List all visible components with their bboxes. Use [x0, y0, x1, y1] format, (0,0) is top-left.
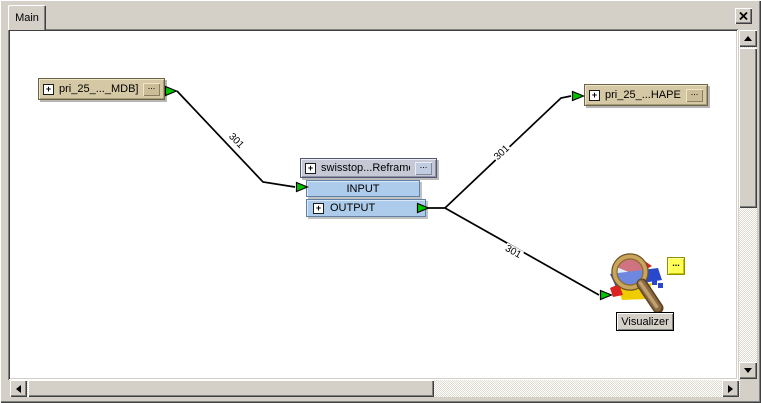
- close-button[interactable]: [735, 8, 752, 24]
- scroll-right-button[interactable]: [722, 380, 739, 397]
- vertical-scrollbar[interactable]: [739, 30, 757, 379]
- source-node[interactable]: + pri_25_..._MDB]] ...: [38, 78, 165, 100]
- visualizer-label: Visualizer: [621, 315, 669, 328]
- transformer-node-label: swisstop...Reframe]: [321, 162, 410, 174]
- visualizer-more-button[interactable]: ...: [667, 257, 685, 275]
- destination-node-label: pri_25_...HAPE]]: [605, 89, 681, 101]
- edge-output-to-destination: [444, 95, 572, 209]
- horizontal-scroll-thumb[interactable]: [28, 380, 434, 397]
- expand-icon[interactable]: +: [313, 202, 324, 214]
- transformer-more-button[interactable]: ...: [415, 160, 432, 175]
- close-icon: [739, 11, 748, 21]
- scroll-left-button[interactable]: [10, 380, 27, 397]
- visualizer-node[interactable]: Visualizer: [616, 312, 674, 331]
- horizontal-scrollbar[interactable]: [10, 380, 740, 397]
- output-port-arrow-icon[interactable]: [416, 202, 431, 214]
- source-more-button[interactable]: ...: [143, 81, 160, 96]
- tab-main-label: Main: [15, 12, 39, 24]
- destination-more-button[interactable]: ...: [686, 87, 703, 102]
- edge-source-to-input: [176, 90, 296, 188]
- transformer-output-port[interactable]: + OUTPUT: [306, 199, 426, 217]
- scroll-down-button[interactable]: [739, 362, 757, 379]
- workflow-canvas[interactable]: 301 301 301 + pri_25_..._MDB]] ... + swi…: [8, 29, 738, 380]
- source-node-label: pri_25_..._MDB]]: [59, 83, 138, 95]
- scroll-up-button[interactable]: [739, 30, 757, 47]
- source-output-port-arrow-icon[interactable]: [164, 85, 179, 97]
- scroll-left-icon: [16, 384, 21, 393]
- visualizer-magnifier-icon[interactable]: [606, 250, 666, 316]
- transformer-node[interactable]: + swisstop...Reframe] ...: [300, 158, 437, 178]
- expand-icon[interactable]: +: [305, 162, 316, 174]
- destination-input-port-arrow-icon[interactable]: [571, 90, 586, 102]
- scroll-right-icon: [728, 384, 733, 393]
- scroll-up-icon: [744, 36, 752, 41]
- output-port-label: OUTPUT: [330, 202, 376, 214]
- input-port-arrow-icon[interactable]: [295, 181, 310, 193]
- tab-main[interactable]: Main: [8, 5, 46, 30]
- vertical-scroll-thumb[interactable]: [739, 48, 757, 208]
- transformer-input-port[interactable]: INPUT: [306, 180, 420, 197]
- destination-node[interactable]: + pri_25_...HAPE]] ...: [584, 84, 708, 106]
- scroll-down-icon: [744, 368, 752, 373]
- expand-icon[interactable]: +: [589, 89, 600, 101]
- expand-icon[interactable]: +: [43, 83, 54, 95]
- input-port-label: INPUT: [346, 182, 380, 195]
- visualizer-input-port-arrow-icon[interactable]: [599, 289, 614, 301]
